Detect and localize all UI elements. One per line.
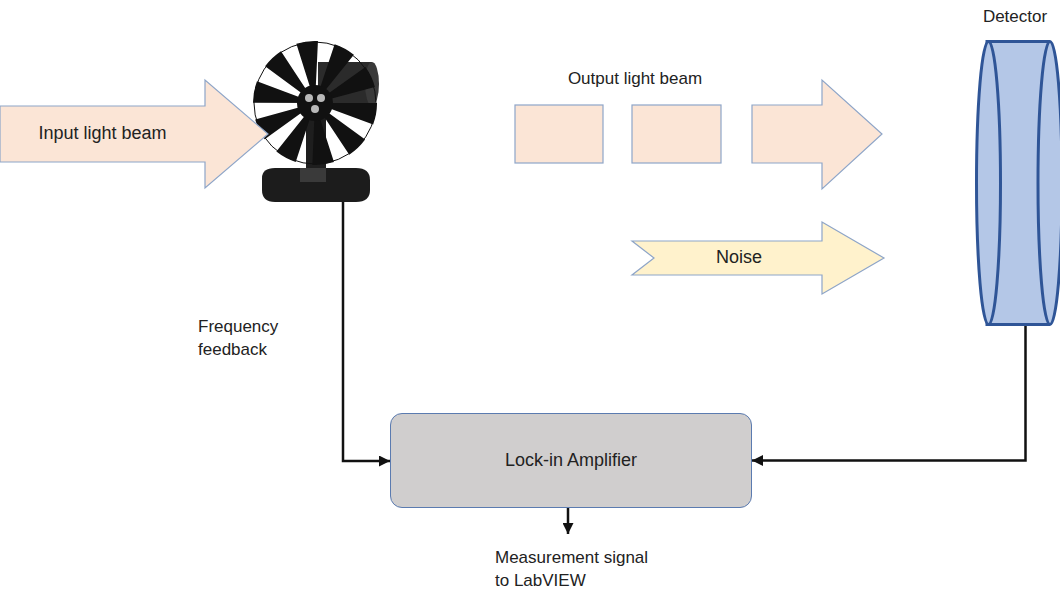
beam-label: Output light beam [540,68,730,91]
node-heading: Detector [983,7,1047,27]
chopper-rim [254,42,376,164]
optical-chopper [254,42,379,202]
node-label: Lock-in Amplifier [505,450,637,472]
signal-connector [752,326,1026,461]
beam-pulse [632,105,721,163]
signal-label: Measurement signal to LabVIEW [495,547,657,593]
chopper-blades [284,72,346,134]
lock-in-amplifier-box: Lock-in Amplifier [390,413,752,508]
beam-arrow [752,80,882,189]
text-holder: Detector [965,4,1060,30]
feedback-wire [343,202,390,461]
hub-screw [317,94,325,102]
hub-screw [311,105,319,113]
cylinder-face [977,42,1001,325]
hub-screw [305,94,313,102]
light-beam-arrow: Input light beam [0,80,268,188]
chopper-base [262,168,370,202]
base-clamp [300,168,326,182]
output-beam [515,80,882,189]
arrow-shape [632,222,884,294]
arrow-shape [0,80,268,188]
text-holder: Lock-in Amplifier [391,414,751,507]
beam-pulse [515,105,603,163]
node-label: Input light beam [38,123,166,145]
output-wire [567,508,570,534]
noise-arrow: Noise [632,222,884,294]
signal-label: Frequency feedback [198,316,294,362]
text-holder: Noise [656,241,822,275]
cylinder-back-edge [1038,42,1050,325]
chopper-hub [297,85,333,121]
node-label: Noise [716,247,762,269]
text-holder: Input light beam [0,106,205,162]
detector-cylinder-outline [975,40,1060,326]
detector-cylinder: Detector [975,40,1060,326]
